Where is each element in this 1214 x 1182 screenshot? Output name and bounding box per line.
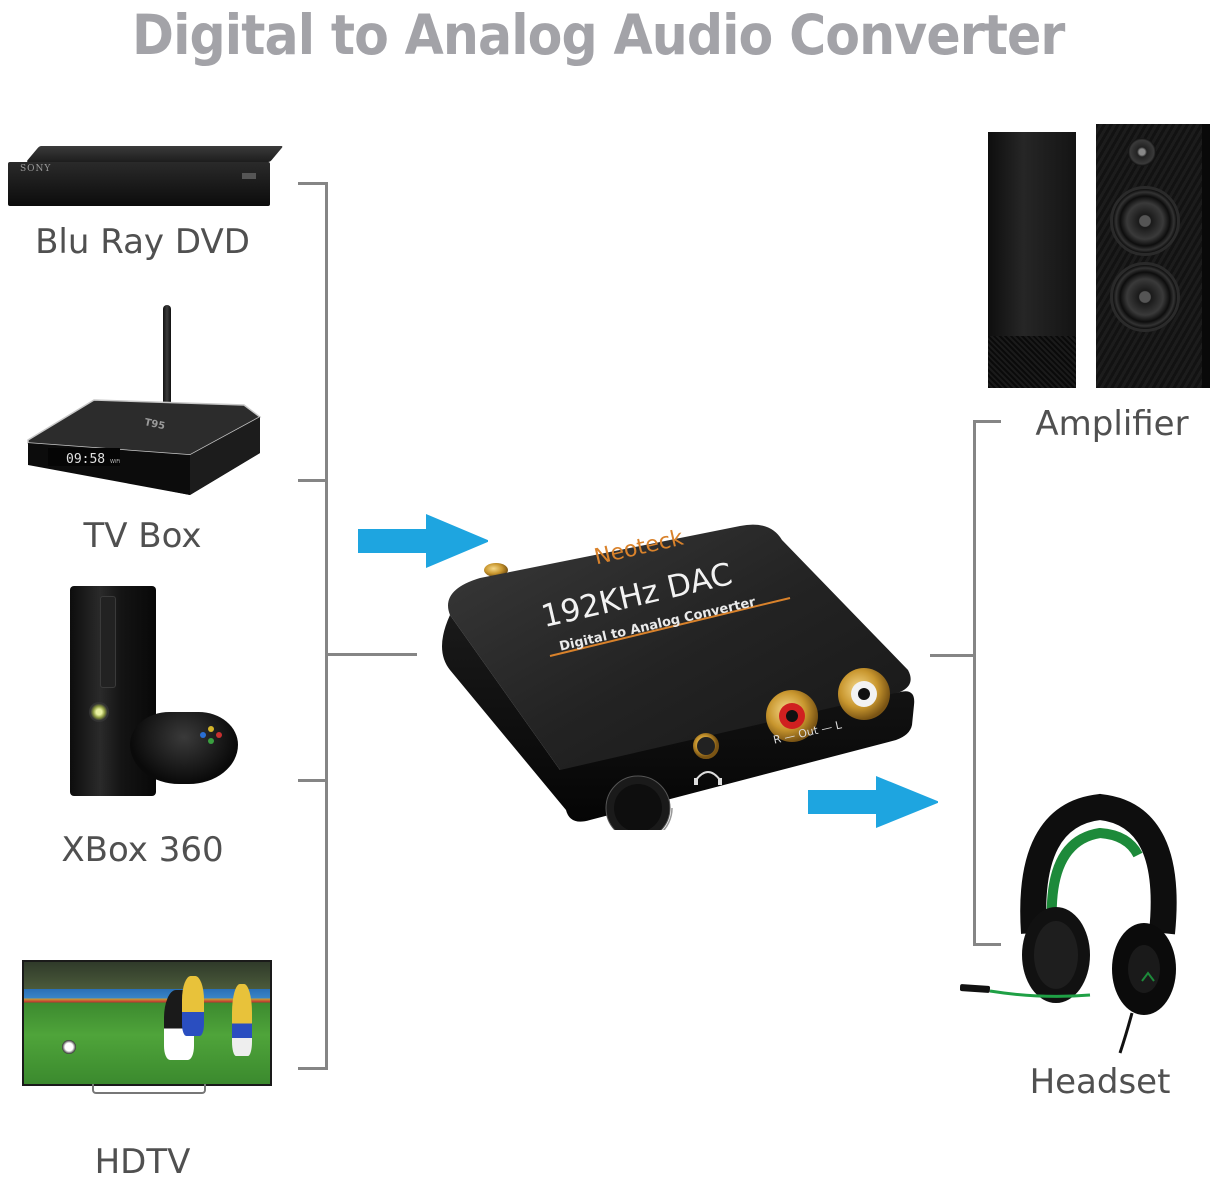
blu-ray-brand: SONY bbox=[20, 164, 52, 174]
speaker-left-image bbox=[988, 132, 1076, 388]
xbox-360-image bbox=[70, 586, 240, 796]
blu-ray-player-image: SONY bbox=[8, 146, 284, 208]
input-label-hdtv: HDTV bbox=[94, 1142, 191, 1182]
game-controller-icon bbox=[130, 712, 238, 784]
woofer-icon bbox=[1110, 262, 1180, 332]
hdtv-image bbox=[22, 960, 272, 1100]
svg-text:09:58: 09:58 bbox=[66, 452, 105, 467]
antenna-icon bbox=[163, 305, 171, 425]
svg-text:WiFi: WiFi bbox=[110, 459, 120, 465]
output-arrow-icon bbox=[808, 776, 938, 828]
input-arrow-icon bbox=[358, 514, 488, 568]
svg-text:T95: T95 bbox=[143, 417, 166, 432]
headset-image bbox=[959, 785, 1180, 1055]
input-label-xbox: XBox 360 bbox=[61, 830, 224, 870]
output-bracket-connector bbox=[930, 420, 1002, 946]
dac-converter-device: Neoteck 192KHz DAC Digital to Analog Con… bbox=[420, 520, 920, 830]
woofer-icon bbox=[1110, 186, 1180, 256]
page-title: Digital to Analog Audio Converter bbox=[132, 3, 1065, 67]
input-bracket-connector bbox=[298, 182, 428, 1070]
xbox-power-icon bbox=[89, 702, 109, 722]
output-label-amplifier: Amplifier bbox=[1035, 404, 1189, 444]
input-label-tv-box: TV Box bbox=[83, 516, 202, 556]
tweeter-icon bbox=[1128, 138, 1156, 166]
soccer-ball-icon bbox=[62, 1040, 76, 1054]
tv-box-image: 09:58 WiFi T95 bbox=[24, 305, 264, 495]
input-label-blu-ray: Blu Ray DVD bbox=[35, 222, 250, 262]
speaker-right-image bbox=[1096, 124, 1210, 388]
output-label-headset: Headset bbox=[1029, 1062, 1171, 1102]
